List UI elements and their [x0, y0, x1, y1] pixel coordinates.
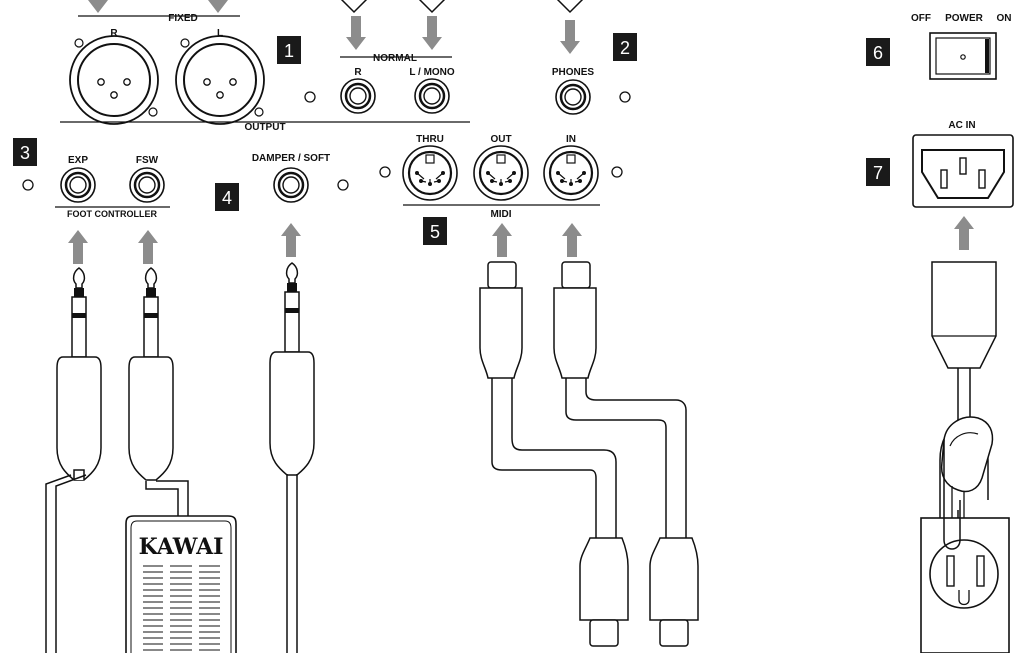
ac-in-label: AC IN	[948, 120, 975, 131]
midi-out-label: OUT	[490, 134, 511, 145]
badge-7	[866, 158, 890, 186]
arrow-down-icon	[422, 16, 442, 50]
midi-out-cable	[479, 261, 629, 647]
midi-in-label: IN	[566, 134, 576, 145]
arrow-up-icon	[138, 230, 158, 264]
fsw-jack	[128, 166, 166, 204]
midi-in-port	[542, 144, 600, 202]
midi-thru-label: THRU	[416, 134, 444, 145]
normal-lmono-label: L / MONO	[409, 67, 455, 78]
xlr-l-connector	[175, 35, 265, 125]
badge-1	[277, 36, 301, 64]
exp-label: EXP	[68, 155, 88, 166]
arrow-up-icon	[68, 230, 88, 264]
fixed-label: FIXED	[168, 13, 197, 24]
foot-controller-label: FOOT CONTROLLER	[67, 209, 157, 219]
off-label: OFF	[911, 13, 931, 24]
fsw-cable-plug	[128, 267, 189, 520]
badge-5-number: 5	[430, 222, 440, 242]
output-label: OUTPUT	[244, 122, 285, 133]
arrow-up-icon	[492, 223, 512, 257]
midi-in-cable	[553, 261, 699, 647]
power-cord	[931, 261, 997, 551]
normal-r-label: R	[354, 67, 362, 78]
badge-7-number: 7	[873, 163, 883, 183]
midi-out-port	[472, 144, 530, 202]
xlr-r-connector	[69, 35, 159, 125]
on-label: ON	[997, 13, 1012, 24]
badge-2	[613, 33, 637, 61]
phones-jack	[554, 78, 592, 116]
power-switch	[929, 32, 997, 80]
arrow-down-icon	[560, 20, 580, 54]
ac-inlet	[912, 134, 1014, 208]
damper-soft-jack	[272, 166, 310, 204]
badge-5	[423, 217, 447, 245]
arrow-up-icon	[562, 223, 582, 257]
midi-label: MIDI	[490, 209, 511, 220]
xlr-r-label: R	[110, 28, 118, 39]
damper-cable-plug	[269, 262, 315, 653]
normal-label: NORMAL	[373, 53, 417, 64]
midi-thru-port	[401, 144, 459, 202]
arrow-down-icon	[88, 0, 108, 13]
kawai-logo: KAWAI	[139, 534, 224, 560]
xlr-l-label: L	[217, 28, 223, 39]
exp-cable-plug	[45, 267, 102, 653]
exp-jack	[59, 166, 97, 204]
small-v-tip-icon	[340, 0, 584, 14]
arrow-up-icon	[954, 216, 974, 250]
fsw-label: FSW	[136, 155, 159, 166]
badge-3	[13, 138, 37, 166]
power-label: POWER	[945, 13, 984, 24]
foot-pedal: KAWAI	[125, 515, 237, 653]
badge-4	[215, 183, 239, 211]
badge-6-number: 6	[873, 43, 883, 63]
badge-2-number: 2	[620, 38, 630, 58]
badge-1-number: 1	[284, 41, 294, 61]
phones-label: PHONES	[552, 67, 595, 78]
arrow-down-icon	[208, 0, 228, 13]
badge-3-number: 3	[20, 143, 30, 163]
badge-6	[866, 38, 890, 66]
output-r-jack	[339, 77, 377, 115]
arrow-up-icon	[281, 223, 301, 257]
wall-outlet	[920, 440, 1010, 653]
badge-4-number: 4	[222, 188, 232, 208]
arrow-down-icon	[346, 16, 366, 50]
damper-soft-label: DAMPER / SOFT	[252, 153, 330, 164]
output-l-mono-jack	[413, 77, 451, 115]
